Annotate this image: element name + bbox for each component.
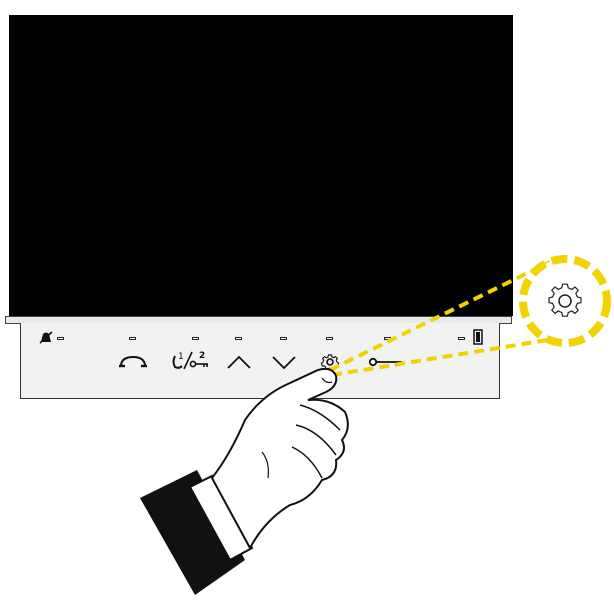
device-illustration: 1 2	[0, 0, 614, 605]
pressing-hand-illustration	[0, 0, 614, 605]
